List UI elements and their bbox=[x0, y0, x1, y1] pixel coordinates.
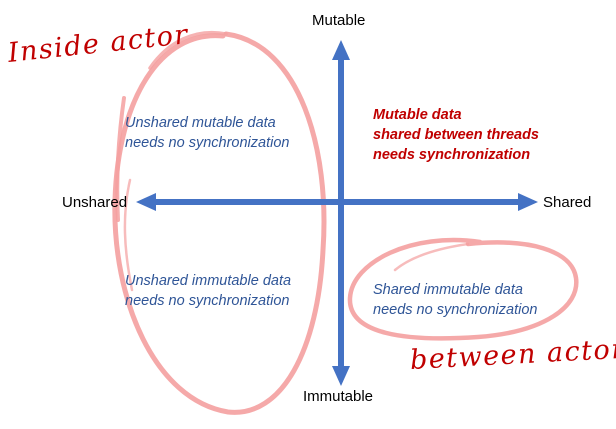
quadrant-top-right-line2: shared between threads bbox=[373, 127, 539, 143]
quadrant-top-right-text: Mutable data shared between threads need… bbox=[373, 105, 539, 165]
axis-arrow-left-icon bbox=[136, 193, 156, 211]
quadrant-bottom-left-text: Unshared immutable data needs no synchro… bbox=[125, 271, 291, 311]
quadrant-top-right-line3: needs synchronization bbox=[373, 147, 531, 163]
quadrant-bottom-left-line2: needs no synchronization bbox=[125, 293, 290, 309]
axis-label-immutable: Immutable bbox=[303, 388, 374, 405]
quadrant-bottom-right-line2: needs no synchronization bbox=[373, 302, 538, 318]
axis-label-shared: Shared bbox=[543, 194, 592, 211]
axis-arrow-up-icon bbox=[332, 40, 350, 60]
quadrant-top-right-line1: Mutable data bbox=[373, 107, 462, 123]
axis-arrow-down-icon bbox=[332, 366, 350, 386]
quadrant-bottom-right-line1: Shared immutable data bbox=[373, 282, 523, 298]
between-actors-circle bbox=[347, 237, 579, 341]
quadrant-top-left-text: Unshared mutable data needs no synchroni… bbox=[125, 113, 289, 153]
quadrant-top-left-line1: Unshared mutable data bbox=[125, 115, 276, 131]
quadrant-bottom-left-line1: Unshared immutable data bbox=[125, 273, 292, 289]
axis-label-mutable: Mutable bbox=[312, 12, 366, 29]
quadrant-bottom-right-text: Shared immutable data needs no synchroni… bbox=[373, 280, 537, 320]
quadrant-top-left-line2: needs no synchronization bbox=[125, 135, 290, 151]
inside-actor-circle bbox=[112, 30, 327, 415]
axis-label-unshared: Unshared bbox=[62, 194, 128, 211]
axis-arrow-right-icon bbox=[518, 193, 538, 211]
